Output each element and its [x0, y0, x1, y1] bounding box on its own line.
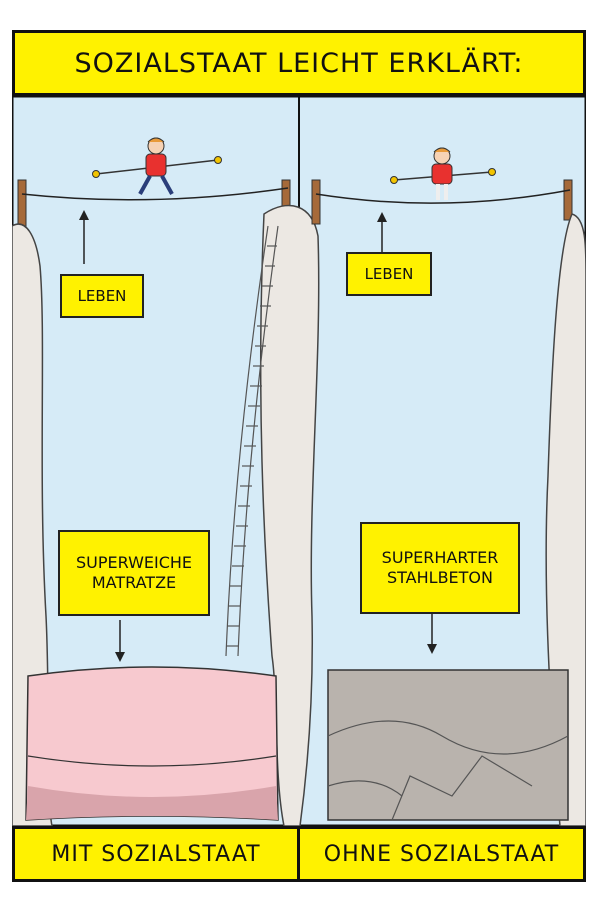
- panel-artwork: [12, 96, 586, 826]
- mattress-label-line1: Superweiche: [75, 553, 193, 572]
- left-caption: Mit Sozialstaat: [12, 826, 300, 882]
- left-tightrope: [21, 187, 289, 201]
- left-post-left: [17, 179, 27, 229]
- right-life-label: Leben: [364, 264, 414, 283]
- mattress-label-line2: Matratze: [91, 573, 177, 592]
- right-life-sign: Leben: [346, 252, 432, 296]
- title-banner: Sozialstaat leicht erklärt:: [12, 30, 586, 96]
- left-mattress-sign: Superweiche Matratze: [58, 530, 210, 616]
- right-caption-text: Ohne Sozialstaat: [323, 841, 560, 867]
- left-caption-text: Mit Sozialstaat: [51, 841, 261, 867]
- ladder: [225, 225, 279, 657]
- walker-right: [390, 147, 496, 200]
- right-caption: Ohne Sozialstaat: [297, 826, 586, 882]
- concrete-label-line2: Stahlbeton: [386, 568, 493, 587]
- right-post-left: [311, 179, 321, 225]
- right-tightrope: [315, 189, 571, 204]
- concrete-block: [327, 669, 569, 821]
- left-cliff-right: [259, 204, 320, 826]
- left-life-sign: Leben: [60, 274, 144, 318]
- right-concrete-sign: Superharter Stahlbeton: [360, 522, 520, 614]
- concrete-label-line1: Superharter: [381, 548, 499, 567]
- comic-title: Sozialstaat leicht erklärt:: [74, 47, 524, 79]
- left-life-label: Leben: [77, 286, 127, 305]
- walker-left: [92, 137, 222, 195]
- right-post-right: [563, 179, 573, 221]
